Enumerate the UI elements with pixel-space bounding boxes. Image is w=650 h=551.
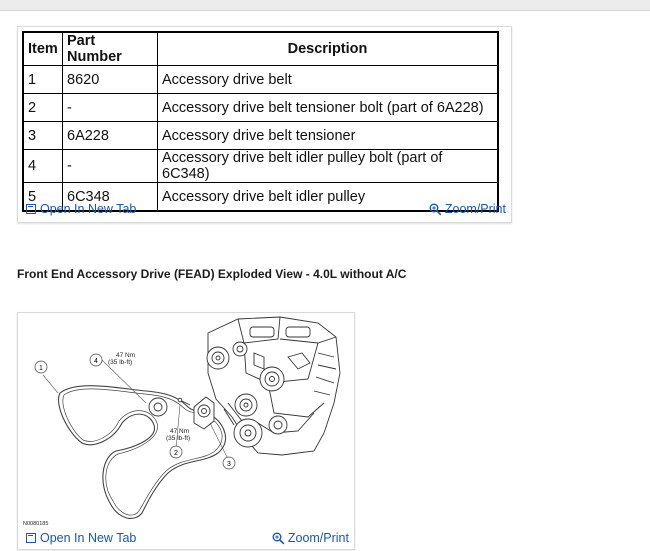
zoom-print-link[interactable]: Zoom/Print — [272, 531, 349, 545]
figure-code: N0080185 — [23, 521, 48, 527]
cell-item: 1 — [22, 65, 63, 94]
parts-table-card: Item Part Number Description 1 8620 Acce… — [17, 26, 512, 223]
cell-description: Accessory drive belt tensioner — [157, 121, 499, 150]
accessory-drive-belt — [58, 385, 227, 519]
cell-description: Accessory drive belt — [157, 65, 499, 94]
cell-item: 2 — [22, 93, 63, 122]
idler-pulley-and-tensioner — [148, 396, 215, 430]
zoom-print-link[interactable]: Zoom/Print — [429, 202, 506, 216]
svg-text:3: 3 — [227, 461, 231, 468]
zoom-print-label: Zoom/Print — [287, 531, 349, 545]
magnifier-icon — [429, 203, 442, 215]
cell-description: Accessory drive belt idler pulley — [157, 182, 499, 212]
column-header-item: Item — [22, 31, 63, 66]
table-row: 3 6A228 Accessory drive belt tensioner — [22, 121, 499, 150]
torque-label-nm: 47 Nm — [170, 428, 189, 435]
open-in-new-tab-label: Open In New Tab — [40, 531, 137, 545]
cell-part-number: 6C348 — [62, 182, 158, 212]
top-toolbar-strip — [0, 0, 650, 11]
callout-3: 3 — [222, 456, 236, 470]
table-row: 4 - Accessory drive belt idler pulley bo… — [22, 149, 499, 183]
table-card-footer: Open In New Tab Zoom/Print — [18, 200, 511, 222]
torque-label-lbft: (35 lb-ft) — [166, 435, 190, 442]
column-header-part-number: Part Number — [62, 31, 158, 66]
figure-card-footer: Open In New Tab Zoom/Print — [18, 529, 354, 551]
column-header-description: Description — [157, 31, 499, 66]
torque-label-nm: 47 Nm — [116, 352, 135, 359]
torque-label-lbft: (35 lb-ft) — [108, 359, 132, 366]
parts-table: Item Part Number Description 1 8620 Acce… — [22, 31, 499, 212]
table-row: 2 - Accessory drive belt tensioner bolt … — [22, 93, 499, 122]
callout-4: 4 — [89, 353, 103, 367]
svg-text:2: 2 — [174, 450, 178, 457]
table-header-row: Item Part Number Description — [22, 31, 499, 66]
leader-lines — [42, 359, 229, 460]
cell-part-number: 6A228 — [62, 121, 158, 150]
zoom-print-label: Zoom/Print — [444, 202, 506, 216]
cell-part-number: - — [62, 149, 158, 183]
callout-markers: 1 4 2 3 — [34, 353, 236, 470]
cell-part-number: 8620 — [62, 65, 158, 94]
cell-part-number: - — [62, 93, 158, 122]
engine-illustration — [207, 316, 341, 456]
cell-item: 4 — [22, 149, 63, 183]
fead-exploded-view-diagram: 1 4 2 3 47 Nm (35 lb-ft) 47 Nm (35 lb-ft… — [23, 316, 341, 527]
svg-text:4: 4 — [94, 358, 98, 365]
cell-item: 3 — [22, 121, 63, 150]
table-row: 1 8620 Accessory drive belt — [22, 65, 499, 94]
new-tab-icon — [26, 533, 36, 543]
new-tab-icon — [26, 204, 36, 214]
cell-description: Accessory drive belt tensioner bolt (par… — [157, 93, 499, 122]
open-in-new-tab-link[interactable]: Open In New Tab — [26, 531, 136, 545]
section-heading: Front End Accessory Drive (FEAD) Explode… — [17, 267, 407, 281]
open-in-new-tab-link[interactable]: Open In New Tab — [26, 202, 136, 216]
open-in-new-tab-label: Open In New Tab — [40, 202, 137, 216]
engine-pulleys — [206, 341, 288, 448]
table-row: 5 6C348 Accessory drive belt idler pulle… — [22, 182, 499, 212]
figure-card: 1 4 2 3 47 Nm (35 lb-ft) 47 Nm (35 lb-ft… — [17, 312, 355, 550]
cell-description: Accessory drive belt idler pulley bolt (… — [157, 149, 499, 183]
svg-text:1: 1 — [39, 365, 43, 372]
callout-2: 2 — [169, 445, 183, 459]
magnifier-icon — [272, 532, 285, 544]
callout-1: 1 — [34, 360, 48, 374]
